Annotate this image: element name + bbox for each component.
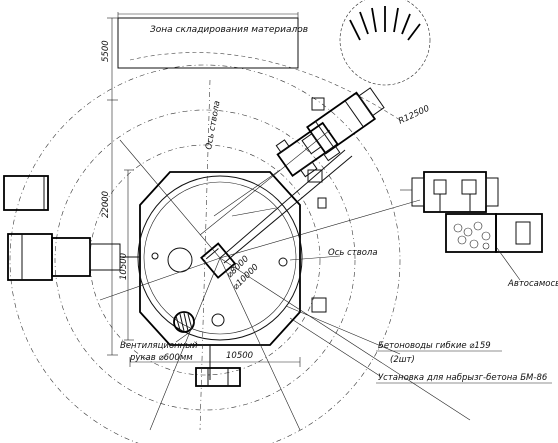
pipe-circle bbox=[167, 247, 193, 273]
dump-truck-label: Автосамосвал bbox=[507, 279, 558, 289]
bolt-circle bbox=[211, 313, 225, 327]
mixer-unit bbox=[411, 171, 499, 213]
shaft-inner-circle bbox=[143, 181, 297, 335]
small-block-upper bbox=[311, 97, 325, 111]
marker-circle-2 bbox=[151, 252, 159, 260]
shaft-axis-line bbox=[199, 79, 211, 431]
dim-22000: 22000 bbox=[101, 191, 111, 218]
concrete-pipes-label: Бетоноводы гибкие ⌀159 bbox=[378, 341, 491, 351]
small-block-mid bbox=[307, 169, 323, 183]
fan-symbol bbox=[339, 0, 431, 86]
dim-10500-horizontal: 10500 bbox=[226, 351, 253, 361]
shaft-axis-label-horizontal: Ось ствола bbox=[328, 248, 378, 258]
dump-truck bbox=[445, 213, 543, 253]
central-equipment bbox=[200, 242, 237, 279]
dim-10500-vertical: 10500 bbox=[119, 253, 129, 280]
dim-5500: 5500 bbox=[101, 40, 111, 62]
spray-unit-body bbox=[275, 121, 341, 178]
marker-circle bbox=[278, 257, 288, 267]
left-vehicle bbox=[7, 233, 140, 281]
radial-lines bbox=[99, 139, 471, 431]
left-dimension-lines bbox=[107, 17, 134, 356]
dim-r12500: R12500 bbox=[397, 104, 431, 127]
boom-arm bbox=[199, 129, 353, 264]
left-box bbox=[3, 175, 49, 211]
vent-column bbox=[195, 345, 241, 387]
storage-zone-outline bbox=[117, 17, 299, 69]
bottom-dimension-line bbox=[129, 357, 301, 367]
small-block-right bbox=[317, 197, 327, 209]
concrete-pipes-count-label: (2шт) bbox=[390, 355, 415, 365]
storage-zone-label: Зона складирования материалов bbox=[150, 25, 308, 35]
small-block-lower-right bbox=[311, 297, 327, 313]
shaft-axis-label-vertical: Ось ствола bbox=[204, 100, 222, 151]
spray-unit-label: Установка для набрызг-бетона БМ-86 bbox=[378, 373, 548, 383]
vent-sleeve-symbol bbox=[173, 311, 195, 333]
vent-sleeve-label-line1: Вентиляционный bbox=[120, 341, 198, 351]
leader-lines bbox=[175, 247, 521, 377]
shaft-outer-circle bbox=[137, 175, 303, 341]
vent-sleeve-label-line2: рукав ⌀600мм bbox=[129, 353, 193, 363]
spray-unit-machine bbox=[301, 87, 385, 155]
